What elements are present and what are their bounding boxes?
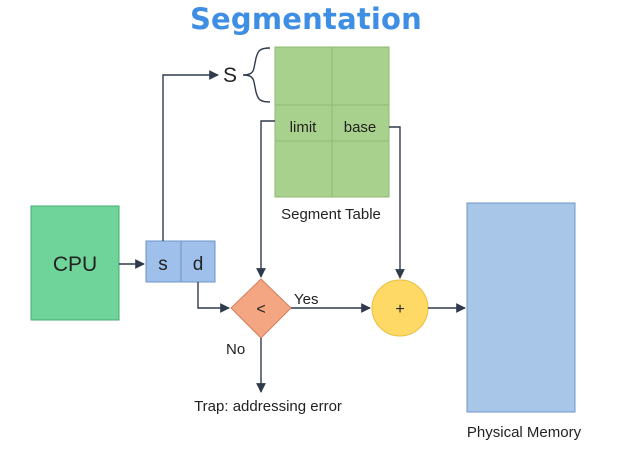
adder-label: +	[395, 301, 404, 318]
cpu-box	[30, 205, 120, 321]
comparator: <	[230, 278, 292, 339]
logical-address: s d	[145, 240, 216, 283]
physical-memory: Physical Memory	[466, 202, 582, 441]
diagram-title: Segmentation	[189, 2, 423, 36]
adder: +	[371, 279, 429, 337]
edge-base-to-adder	[389, 126, 405, 279]
segment-table-base-label: base	[344, 119, 377, 136]
address-d-label: d	[193, 254, 204, 275]
edge-no-label: No	[226, 341, 245, 358]
edge-s-to-selector	[162, 70, 219, 241]
comparator-label: <	[256, 301, 265, 318]
segment-table-caption: Segment Table	[281, 206, 381, 223]
edge-d-to-comparator	[197, 282, 230, 313]
trap-label: Trap: addressing error	[194, 398, 342, 415]
segment-selector-label: S	[223, 64, 237, 87]
address-d-cell	[180, 240, 216, 283]
physical-memory-caption: Physical Memory	[467, 424, 582, 441]
segment-table-limit-label: limit	[290, 119, 317, 136]
edge-yes-label: Yes	[294, 291, 318, 308]
edge-limit-to-comparator	[256, 120, 275, 278]
cpu-label: CPU	[53, 253, 97, 276]
selector-brace	[242, 47, 271, 103]
segment-table: limit base Segment Table	[274, 46, 390, 223]
address-s-label: s	[158, 254, 168, 275]
cpu-node: CPU	[30, 205, 120, 321]
physical-memory-box	[466, 202, 576, 413]
